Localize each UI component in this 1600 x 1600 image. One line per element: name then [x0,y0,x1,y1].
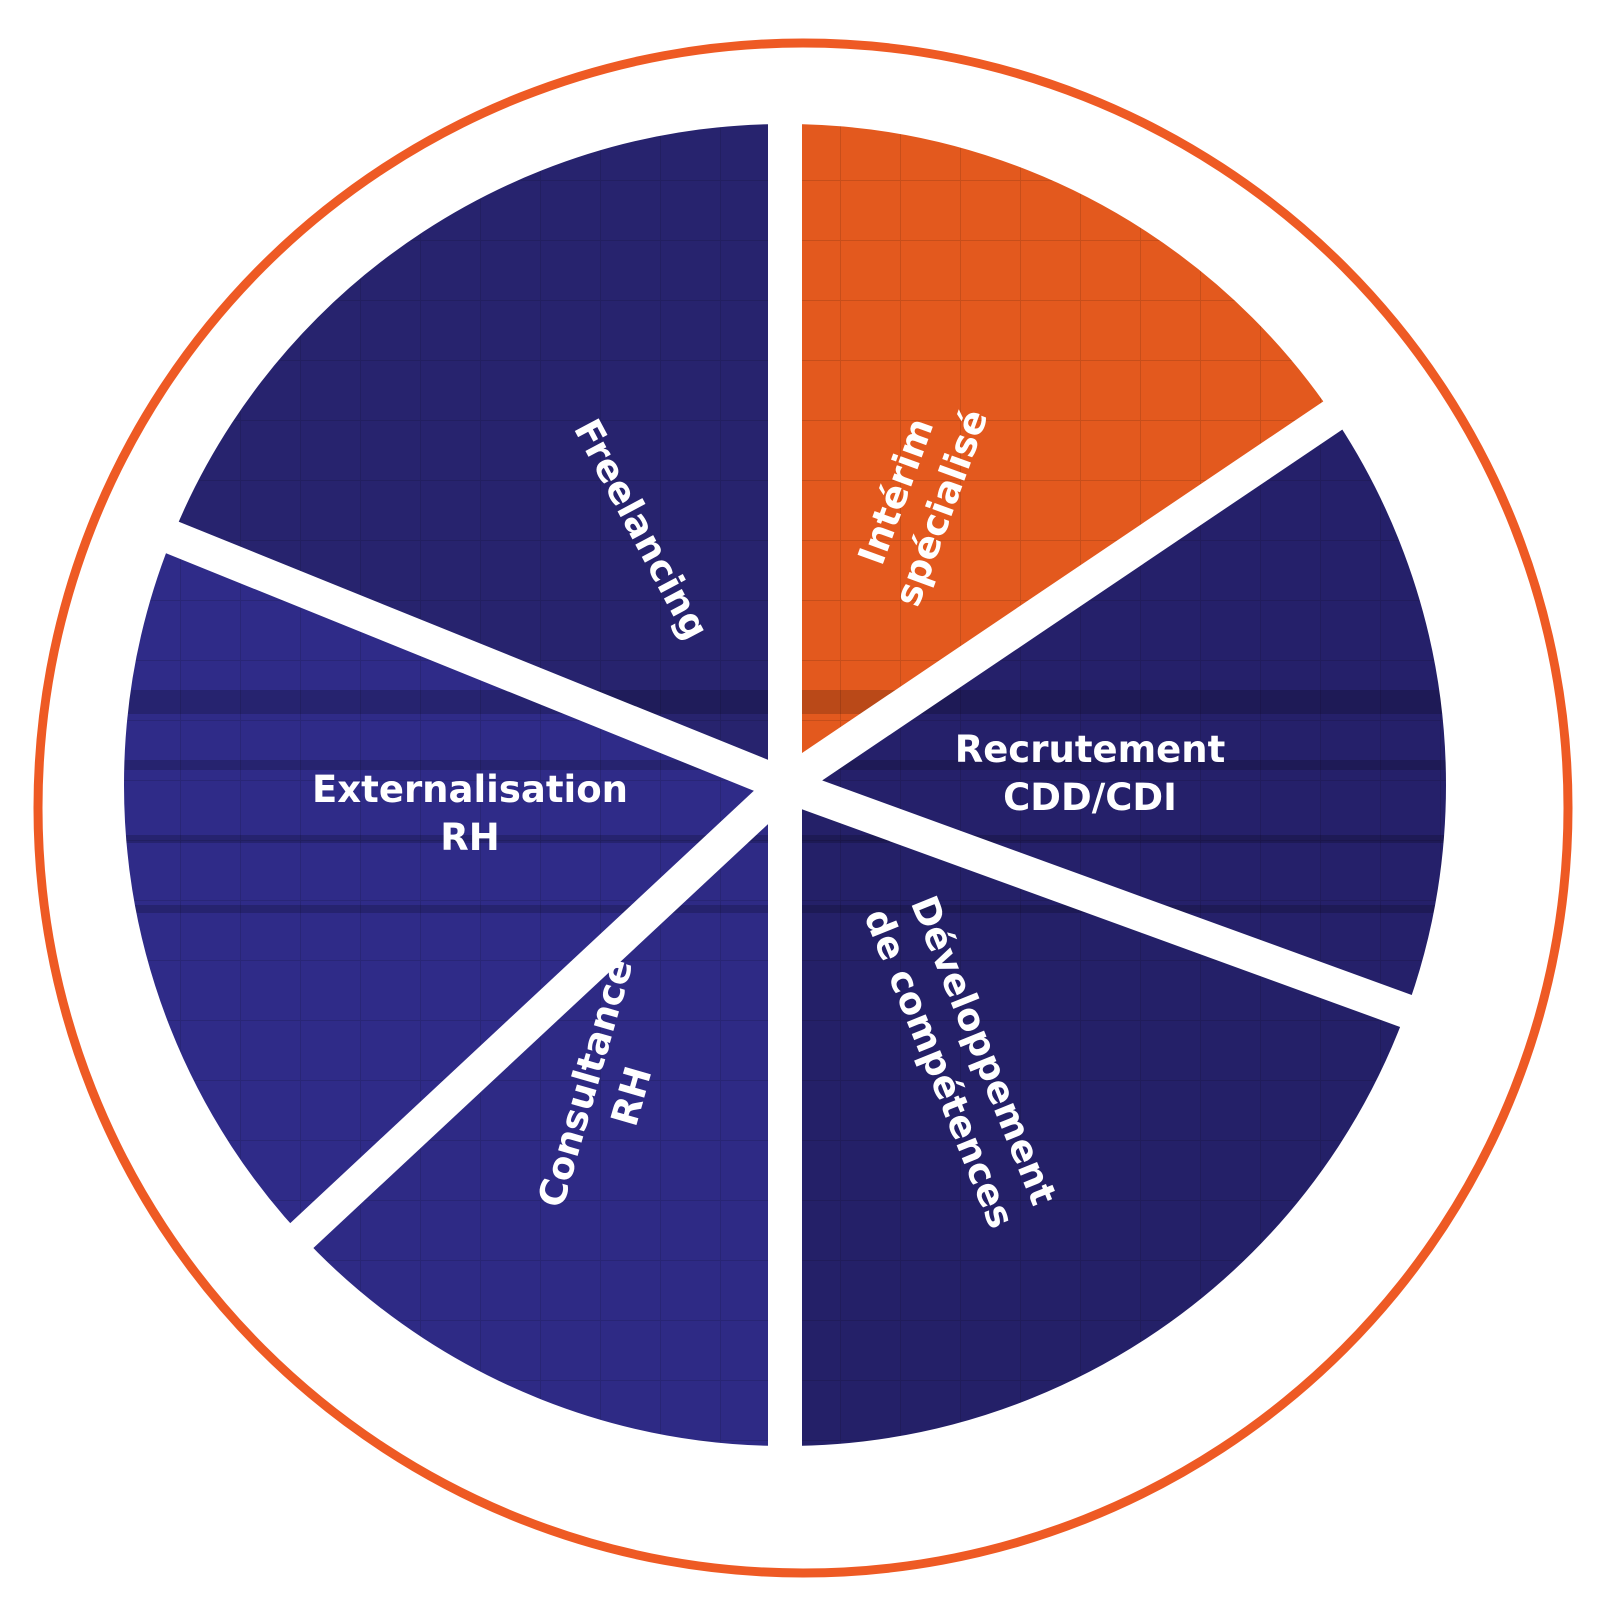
label-line: Recrutement [955,728,1226,771]
label-line: Externalisation [312,768,628,811]
label-line: CDD/CDI [1003,776,1177,819]
texture-band [123,905,1447,913]
separator-line [775,378,1377,800]
texture-band [123,690,1447,714]
inner-rim [98,98,1472,1472]
texture-band [123,835,1447,843]
separators [98,83,1472,1487]
separator-line [127,506,792,801]
outer-ring [33,38,1573,1578]
separator-line [259,772,797,1277]
separator-line [779,769,1451,1042]
label-line: RH [440,816,499,859]
